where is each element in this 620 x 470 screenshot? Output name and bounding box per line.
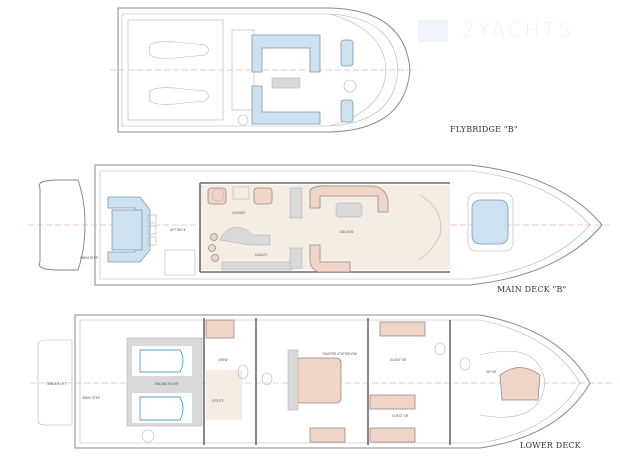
galley-bar [219, 227, 271, 246]
label-lounge: LOUNGE [232, 211, 246, 215]
flybridge-seating-fwd [251, 34, 321, 73]
master-bed [295, 357, 342, 404]
label-crew: CREW [218, 358, 228, 362]
main-deck-hull [94, 164, 603, 286]
tender [149, 41, 209, 59]
label-vip-sr: VIP SR [486, 370, 497, 374]
guest-bed [379, 321, 426, 337]
label-utility: UTILITY [212, 399, 224, 403]
label-engine-room: ENGINE ROOM [155, 382, 179, 386]
label-aft-deck: AFT DECK [170, 228, 186, 232]
label-main-swim-step: SWIM STEP [80, 256, 98, 260]
lounge-chair [207, 187, 227, 205]
saloon-sofa-port [309, 185, 389, 213]
flybridge-plan [110, 7, 415, 133]
main-deck-plan [28, 164, 610, 286]
watermark: 2YACHTS [462, 18, 574, 42]
saloon-sofa-stbd [309, 244, 351, 273]
lower-deck-title: LOWER DECK [520, 441, 581, 450]
watermark-logo-mark [418, 20, 448, 42]
lower-deck-plan [30, 314, 612, 449]
label-lower-swim-step: SWIM STEP [82, 396, 100, 400]
engine-stbd [139, 396, 184, 421]
label-saloon: SALOON [340, 230, 354, 234]
label-guest-sr-port: GUEST SR [390, 358, 407, 362]
guest-bed [369, 394, 416, 410]
flybridge-title: FLYBRIDGE "B" [450, 125, 518, 134]
label-guest-sr-stbd: GUEST SR [392, 414, 409, 418]
main-deck-title: MAIN DECK "B" [497, 285, 567, 294]
label-master-stateroom: MASTER STATEROOM [323, 352, 357, 356]
jet-ski [149, 87, 209, 105]
flybridge-seating-aft [251, 85, 321, 125]
tender-lift [37, 339, 73, 426]
vip-bed [499, 367, 541, 401]
label-tender-lift: TENDER LIFT [46, 382, 67, 386]
engine-port [139, 349, 184, 373]
foredeck-sunpad [471, 199, 509, 245]
label-galley: GALLEY [255, 253, 268, 257]
lounge-chair [253, 187, 273, 205]
